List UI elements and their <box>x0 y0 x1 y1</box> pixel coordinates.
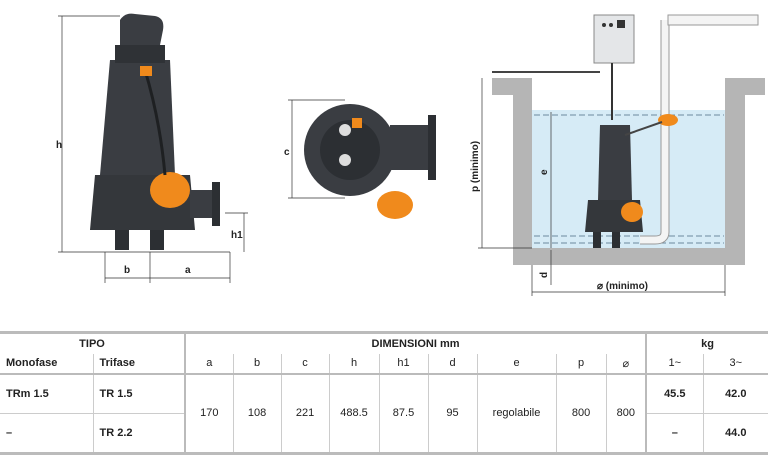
cell-kg-1phase: – <box>645 413 704 455</box>
cell-a: 170 <box>184 373 234 455</box>
specs-table: TIPO DIMENSIONI mm kg Monofase Trifase a… <box>0 331 768 455</box>
side-dimensions <box>58 15 248 283</box>
cell-h: 488.5 <box>328 373 380 455</box>
col-h: h <box>328 353 380 375</box>
dim-label-h: h <box>56 140 62 151</box>
dim-label-a: a <box>185 265 191 276</box>
cell-b: 108 <box>232 373 282 455</box>
pump-side-view <box>90 13 220 250</box>
dim-label-p: p (minimo) <box>470 141 481 192</box>
cell-d: 95 <box>427 373 478 455</box>
cell-p: 800 <box>555 373 607 455</box>
dim-label-e: e <box>539 169 550 175</box>
col-h1: h1 <box>378 353 429 375</box>
col-monofase: Monofase <box>0 353 93 375</box>
installation-dimensions <box>478 78 726 296</box>
header-tipo: TIPO <box>0 331 186 354</box>
cell-kg-1phase: 45.5 <box>645 373 704 414</box>
dim-label-c: c <box>284 147 290 158</box>
dim-label-diameter: ⌀ (minimo) <box>597 281 648 292</box>
cell-diameter: 800 <box>605 373 647 455</box>
col-c: c <box>280 353 330 375</box>
float-switch <box>150 172 190 208</box>
cell-h1: 87.5 <box>378 373 429 455</box>
dim-label-d: d <box>539 272 550 278</box>
pump-top-view <box>304 104 436 219</box>
cell-e: regolabile <box>476 373 557 455</box>
cell-monofase: TRm 1.5 <box>0 373 93 414</box>
col-p: p <box>555 353 607 375</box>
cell-kg-3phase: 42.0 <box>702 373 768 414</box>
col-a: a <box>184 353 234 375</box>
col-kg-1phase: 1~ <box>645 353 704 375</box>
col-diameter: ⌀ <box>605 353 647 375</box>
header-kg: kg <box>645 331 768 354</box>
cell-kg-3phase: 44.0 <box>702 413 768 455</box>
col-kg-3phase: 3~ <box>702 353 768 375</box>
header-dimensioni: DIMENSIONI mm <box>184 331 647 354</box>
table-row: – TR 2.2 – 44.0 <box>0 413 768 455</box>
cell-trifase: TR 1.5 <box>92 373 186 414</box>
top-dimensions <box>288 99 345 199</box>
col-e: e <box>476 353 557 375</box>
dim-label-h1: h1 <box>231 230 243 241</box>
col-d: d <box>427 353 478 375</box>
installation-view <box>492 14 765 265</box>
col-b: b <box>232 353 282 375</box>
table-row: TRm 1.5 TR 1.5 170 108 221 488.5 87.5 95… <box>0 373 768 455</box>
dim-label-b: b <box>124 265 130 276</box>
cell-monofase: – <box>0 413 93 455</box>
col-trifase: Trifase <box>92 353 186 375</box>
cell-trifase: TR 2.2 <box>92 413 186 455</box>
cell-c: 221 <box>280 373 330 455</box>
technical-drawings: h b a h1 c p (minimo) <box>56 13 765 296</box>
